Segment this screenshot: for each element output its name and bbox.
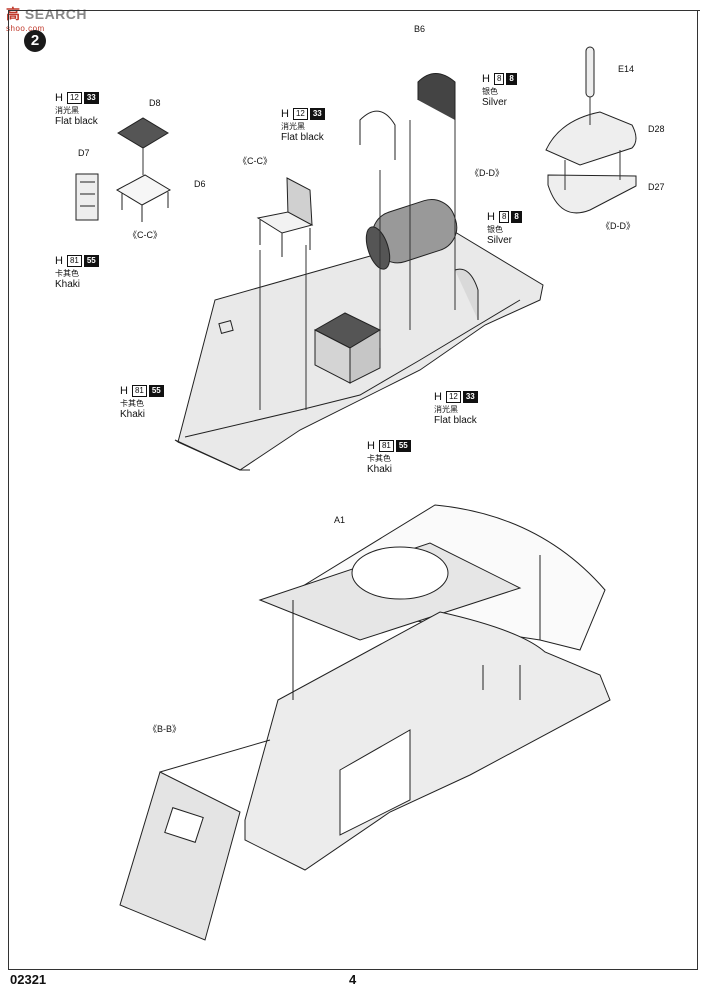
paint-name-en: Flat black	[281, 132, 324, 143]
part-label-bb: 《B-B》	[148, 724, 182, 734]
frame-bottom	[8, 969, 698, 970]
paint-name-cn: 银色	[487, 225, 503, 234]
watermark-sub: shoo.com	[6, 24, 45, 33]
paint-code-letter: H	[55, 254, 63, 267]
paint-name-en: Khaki	[367, 464, 393, 475]
paint-code-letter: H	[487, 210, 495, 223]
paint-code-1: 81	[131, 385, 147, 397]
part-label-dd-2: 《D-D》	[601, 221, 635, 231]
paint-code-2: 55	[83, 255, 99, 267]
part-label-d27: D27	[648, 182, 665, 192]
paint-code-letter: H	[281, 107, 289, 120]
part-label-d6: D6	[194, 179, 206, 189]
part-label-d8: D8	[149, 98, 161, 108]
part-label-b6: B6	[414, 24, 426, 34]
part-label-cc-1: 《C-C》	[128, 230, 162, 240]
paint-name-cn: 卡其色	[367, 454, 391, 463]
paint-code-letter: H	[482, 72, 490, 85]
paint-code-2: 55	[395, 440, 411, 452]
paint-code-1: 81	[66, 255, 82, 267]
frame-right	[697, 10, 698, 970]
paint-name-en: Silver	[487, 235, 513, 246]
part-label-a1: A1	[334, 515, 346, 525]
part-label-cc-2: 《C-C》	[238, 156, 272, 166]
paint-name-cn: 卡其色	[55, 269, 79, 278]
paint-code-1: 81	[378, 440, 394, 452]
paint-code-letter: H	[434, 390, 442, 403]
paint-name-cn: 消光黑	[55, 106, 79, 115]
paint-code-letter: H	[120, 384, 128, 397]
paint-code-1: 12	[445, 391, 461, 403]
part-label-d28: D28	[648, 124, 665, 134]
paint-name-en: Silver	[482, 97, 508, 108]
paint-code-letter: H	[55, 91, 63, 104]
paint-code-2: 55	[148, 385, 164, 397]
paint-name-cn: 银色	[482, 87, 498, 96]
paint-name-en: Flat black	[434, 415, 477, 426]
paint-code-1: 8	[498, 211, 510, 223]
page-number: 4	[349, 972, 357, 987]
frame-left	[8, 10, 9, 970]
paint-code-2: 33	[83, 92, 99, 104]
paint-code-letter: H	[367, 439, 375, 452]
paint-code-2: 33	[309, 108, 325, 120]
frame-top	[8, 10, 700, 11]
part-label-e14: E14	[618, 64, 635, 74]
step-number-badge: 2	[24, 30, 46, 52]
paint-name-cn: 消光黑	[281, 122, 305, 131]
paint-name-en: Khaki	[55, 279, 81, 290]
paint-name-en: Flat black	[55, 116, 98, 127]
part-label-d7: D7	[78, 148, 90, 158]
paint-name-cn: 消光黑	[434, 405, 458, 414]
paint-name-en: Khaki	[120, 409, 146, 420]
paint-code-1: 12	[66, 92, 82, 104]
paint-code-2: 8	[511, 211, 522, 223]
paint-name-cn: 卡其色	[120, 399, 144, 408]
paint-code-1: 12	[292, 108, 308, 120]
part-label-dd-1: 《D-D》	[470, 168, 504, 178]
paint-code-2: 8	[506, 73, 517, 85]
paint-code-1: 8	[493, 73, 505, 85]
paint-code-2: 33	[462, 391, 478, 403]
product-code: 02321	[10, 972, 47, 987]
